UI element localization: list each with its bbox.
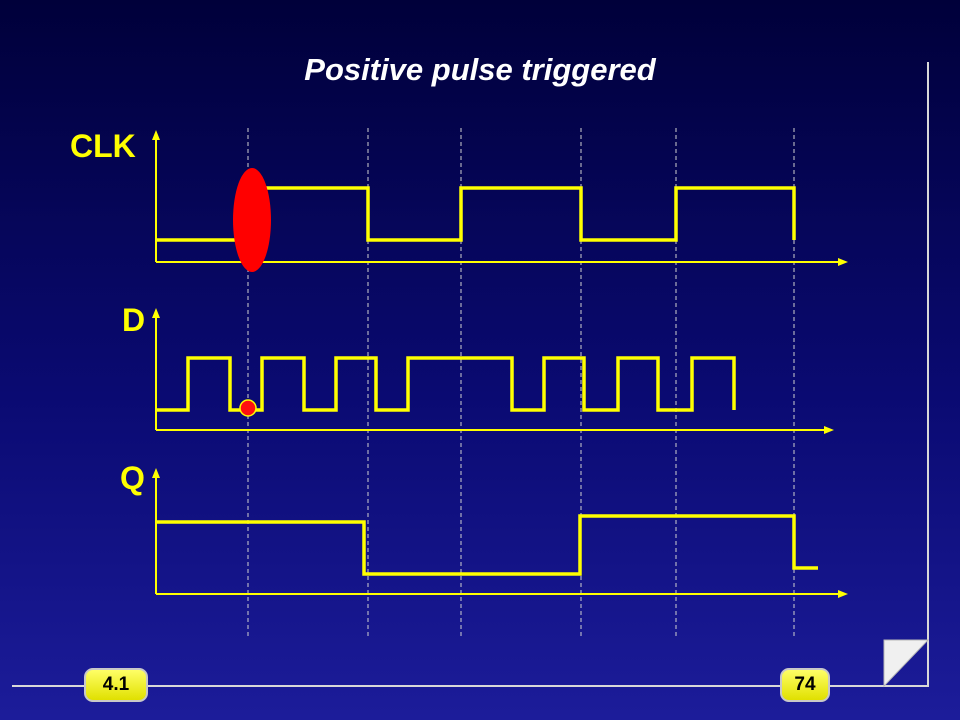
slide-title: Positive pulse triggered [304, 52, 656, 87]
d-sample-point-marker [239, 399, 257, 417]
clock-edge-guides [247, 128, 795, 636]
clk-rising-edge-highlight [233, 168, 271, 272]
page-frame [12, 62, 930, 688]
d-axes [152, 308, 834, 434]
q-label: Q [120, 460, 145, 496]
section-badge: 4.1 [84, 668, 148, 702]
q-waveform [156, 514, 818, 576]
page-number-badge: 74 [780, 668, 830, 702]
clk-label: CLK [70, 128, 136, 164]
q-axes [152, 468, 848, 598]
d-label: D [122, 302, 146, 338]
